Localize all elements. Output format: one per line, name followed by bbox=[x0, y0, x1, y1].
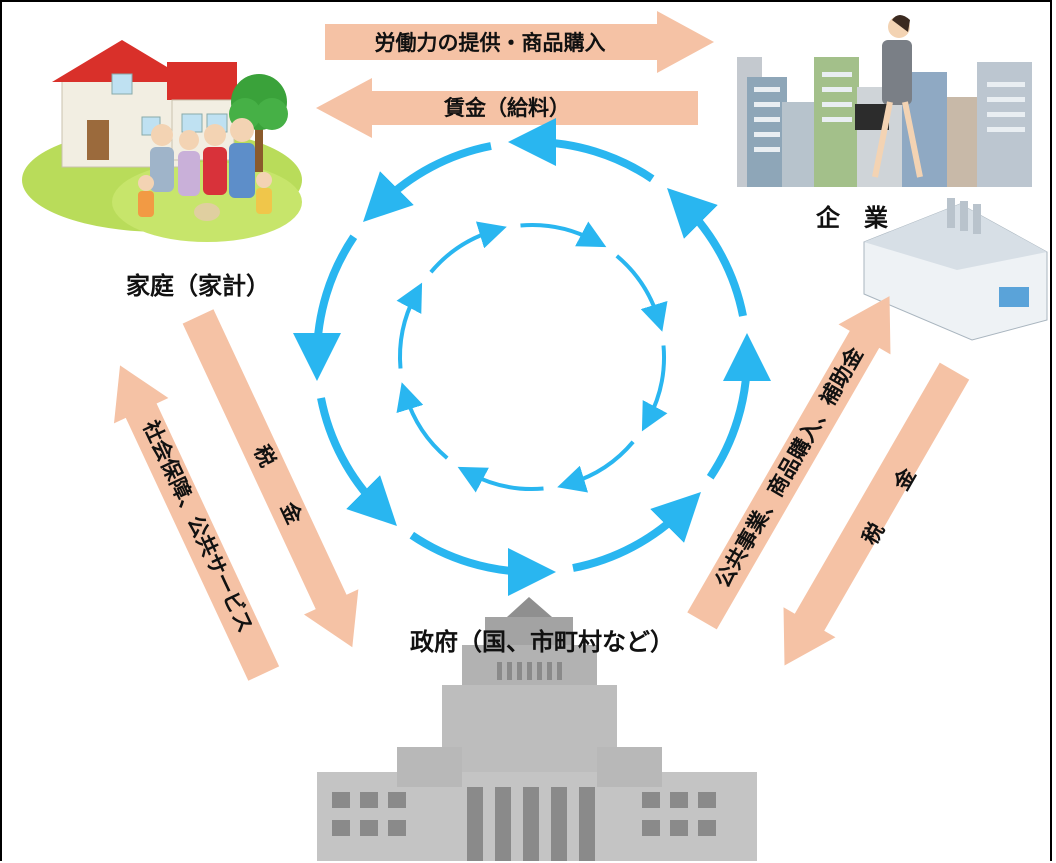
inner-cycle-arrow-4 bbox=[557, 440, 635, 493]
inner-cycle-arrow-2 bbox=[615, 254, 668, 332]
wages-label: 賃金（給料） bbox=[443, 96, 570, 120]
public-works-arrow bbox=[687, 296, 891, 630]
inner-cycle-arrow-3 bbox=[641, 345, 668, 432]
inner-cycle-arrow-7 bbox=[396, 282, 423, 369]
government-label: 政府（国、市町村など） bbox=[410, 628, 674, 656]
inner-cycle-arrow-8 bbox=[429, 221, 507, 274]
labor-purchase-arrow bbox=[325, 11, 714, 73]
outer-cycle-arrow-2 bbox=[667, 188, 747, 317]
outer-circulation bbox=[293, 118, 771, 596]
social-security-label: 社会保障、公共サービス bbox=[138, 416, 258, 636]
government-building-illustration bbox=[317, 597, 757, 861]
inner-cycle-arrow-5 bbox=[457, 466, 544, 493]
inner-circulation bbox=[396, 221, 668, 493]
outer-cycle-arrow-8 bbox=[363, 142, 492, 222]
company-illustration bbox=[737, 15, 1048, 341]
tax-company-arrow bbox=[783, 362, 970, 666]
outer-cycle-arrow-7 bbox=[293, 234, 358, 381]
factory-icon bbox=[863, 198, 1048, 341]
family-icon bbox=[138, 118, 272, 221]
wages-arrow bbox=[316, 78, 698, 138]
social-security-arrow bbox=[113, 365, 280, 681]
outer-cycle-arrow-6 bbox=[317, 397, 397, 526]
household-label: 家庭（家計） bbox=[126, 272, 270, 300]
company-label: 企 業 bbox=[816, 204, 888, 232]
businesswoman-icon bbox=[855, 15, 923, 178]
tree-icon bbox=[229, 74, 288, 172]
outer-cycle-arrow-3 bbox=[706, 333, 771, 480]
outer-cycle-arrow-1 bbox=[508, 118, 655, 183]
household-illustration bbox=[22, 40, 302, 242]
outer-cycle-arrow-5 bbox=[409, 531, 556, 596]
inner-cycle-arrow-1 bbox=[520, 221, 607, 248]
labor-purchase-label: 労働力の提供・商品購入 bbox=[375, 31, 606, 55]
outer-cycle-arrow-4 bbox=[572, 492, 701, 572]
tax-household-arrow bbox=[182, 309, 359, 648]
inner-cycle-arrow-6 bbox=[396, 382, 449, 460]
